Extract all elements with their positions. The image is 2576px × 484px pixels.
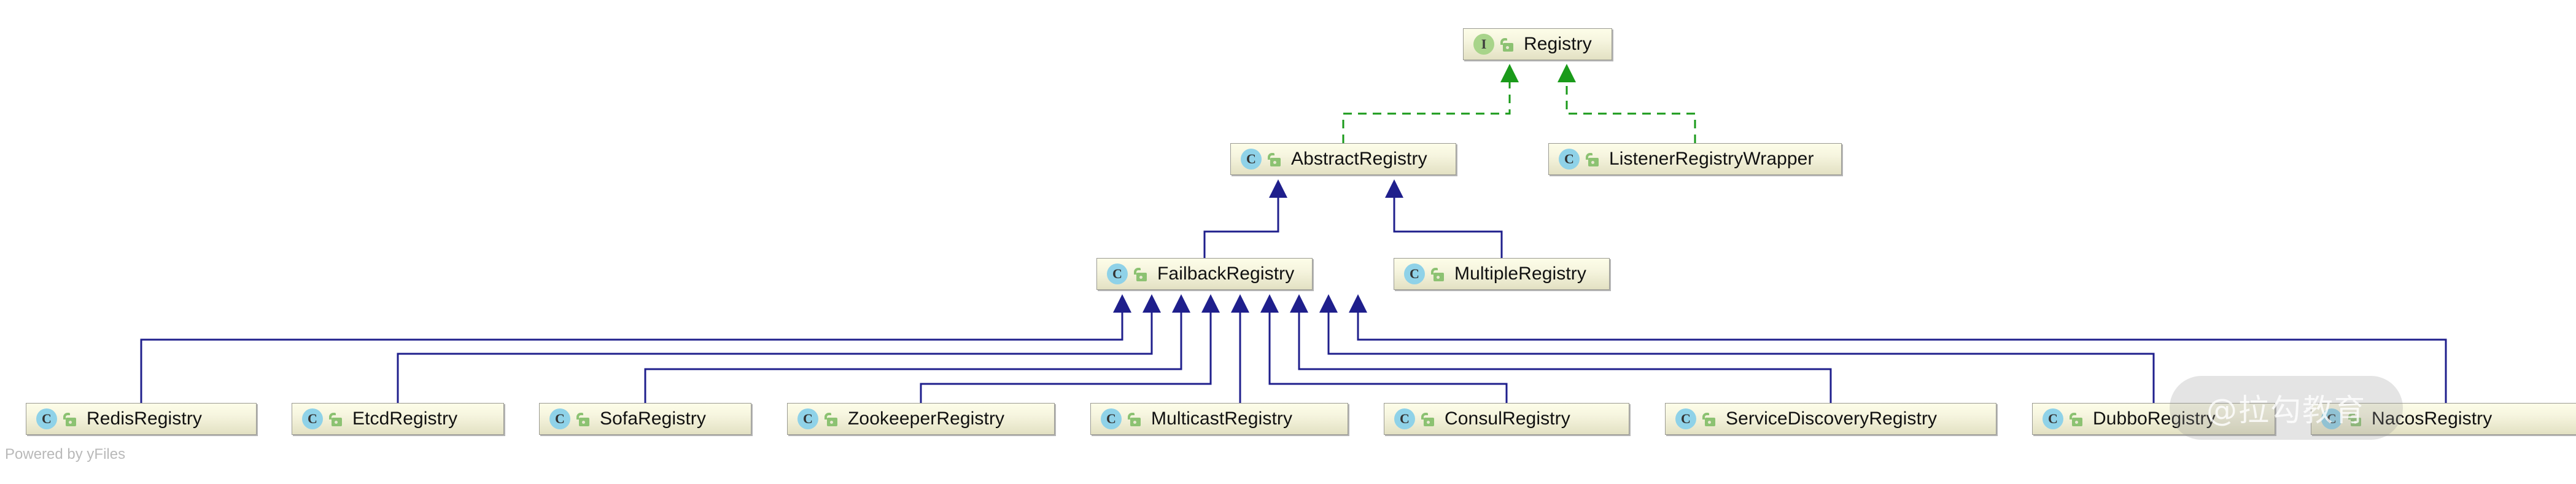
arrowhead-inheritance [1172,294,1190,313]
edge-service-discovery-registry-to-failback-registry [1298,308,1832,403]
uml-node-label: ConsulRegistry [1445,408,1570,429]
public-unlocked-icon [1134,266,1149,282]
class-badge-icon: C [1675,408,1696,429]
edge-multiple-registry-to-abstract-registry [1393,193,1503,258]
uml-node-label: NacosRegistry [2372,408,2493,429]
uml-node-label: RedisRegistry [87,408,203,429]
interface-badge-icon: I [1473,34,1494,55]
watermark-text: @拉勾教育 [2206,392,2366,428]
public-unlocked-icon [576,411,591,427]
arrowhead-inheritance [1201,294,1220,313]
class-badge-icon: C [1241,149,1262,170]
uml-node-multicast-registry[interactable]: C MulticastRegistry [1090,403,1348,435]
arrowhead-inheritance [1349,294,1367,313]
public-unlocked-icon [1268,151,1282,167]
uml-node-service-discovery-registry[interactable]: C ServiceDiscoveryRegistry [1665,403,1996,435]
class-badge-icon: C [1559,149,1580,170]
uml-node-label: AbstractRegistry [1291,149,1427,169]
uml-node-label: DubboRegistry [2093,408,2216,429]
uml-node-multiple-registry[interactable]: C MultipleRegistry [1394,258,1610,290]
arrowhead-inheritance [1319,294,1338,313]
uml-node-label: ListenerRegistryWrapper [1609,149,1814,169]
edge-zookeeper-registry-to-failback-registry [920,308,1212,403]
edge-etcd-registry-to-failback-registry [397,308,1153,403]
arrowhead-inheritance [1269,179,1287,198]
class-badge-icon: C [1101,408,1122,429]
uml-node-abstract-registry[interactable]: C AbstractRegistry [1230,143,1456,175]
public-unlocked-icon [1431,266,1446,282]
uml-node-dubbo-registry[interactable]: C DubboRegistry [2032,403,2275,435]
arrowhead-inheritance [1143,294,1161,313]
edge-sofa-registry-to-failback-registry [644,308,1182,403]
public-unlocked-icon [2070,411,2084,427]
class-badge-icon: C [1404,263,1425,284]
edge-redis-registry-to-failback-registry [140,308,1123,403]
watermark: @拉勾教育 [2170,376,2403,440]
uml-node-listener-registry-wrapper[interactable]: C ListenerRegistryWrapper [1548,143,1842,175]
class-badge-icon: C [2043,408,2063,429]
uml-node-etcd-registry[interactable]: C EtcdRegistry [292,403,504,435]
uml-node-registry[interactable]: I Registry [1463,28,1612,60]
edge-consul-registry-to-failback-registry [1268,308,1508,403]
uml-node-label: FailbackRegistry [1157,263,1295,284]
public-unlocked-icon [2348,411,2363,427]
uml-node-label: SofaRegistry [600,408,706,429]
arrowhead-realization [1558,64,1576,82]
uml-node-redis-registry[interactable]: C RedisRegistry [26,403,257,435]
uml-node-failback-registry[interactable]: C FailbackRegistry [1096,258,1313,290]
uml-node-sofa-registry[interactable]: C SofaRegistry [539,403,751,435]
edge-listener-registry-wrapper-to-registry [1565,77,1696,143]
class-badge-icon: C [549,408,570,429]
public-unlocked-icon [1421,411,1436,427]
public-unlocked-icon [824,411,839,427]
arrowhead-inheritance [1113,294,1131,313]
public-unlocked-icon [63,411,78,427]
public-unlocked-icon [1500,36,1515,52]
public-unlocked-icon [1128,411,1143,427]
class-badge-icon: C [36,408,57,429]
public-unlocked-icon [1702,411,1717,427]
edge-abstract-registry-to-registry [1342,77,1511,143]
class-badge-icon: C [1107,263,1128,284]
uml-node-label: ZookeeperRegistry [848,408,1005,429]
arrowhead-inheritance [1385,179,1403,198]
uml-node-consul-registry[interactable]: C ConsulRegistry [1384,403,1629,435]
edge-failback-registry-to-abstract-registry [1203,193,1279,258]
uml-node-label: MulticastRegistry [1151,408,1293,429]
class-badge-icon: C [797,408,818,429]
class-badge-icon: C [1394,408,1415,429]
edge-nacos-registry-to-failback-registry [1357,308,2447,403]
uml-node-label: Registry [1524,34,1592,54]
uml-node-zookeeper-registry[interactable]: C ZookeeperRegistry [787,403,1055,435]
uml-node-label: ServiceDiscoveryRegistry [1726,408,1938,429]
arrowhead-realization [1500,64,1519,82]
class-badge-icon: C [302,408,323,429]
uml-node-nacos-registry[interactable]: C NacosRegistry [2311,403,2576,435]
arrowhead-inheritance [1290,294,1308,313]
arrowhead-inheritance [1231,294,1249,313]
public-unlocked-icon [1586,151,1600,167]
uml-node-label: EtcdRegistry [352,408,458,429]
public-unlocked-icon [329,411,344,427]
tool-credit-label: Powered by yFiles [5,446,126,463]
class-badge-icon: C [2321,408,2342,429]
arrowhead-inheritance [1260,294,1279,313]
uml-node-label: MultipleRegistry [1454,263,1586,284]
edge-dubbo-registry-to-failback-registry [1327,308,2155,403]
